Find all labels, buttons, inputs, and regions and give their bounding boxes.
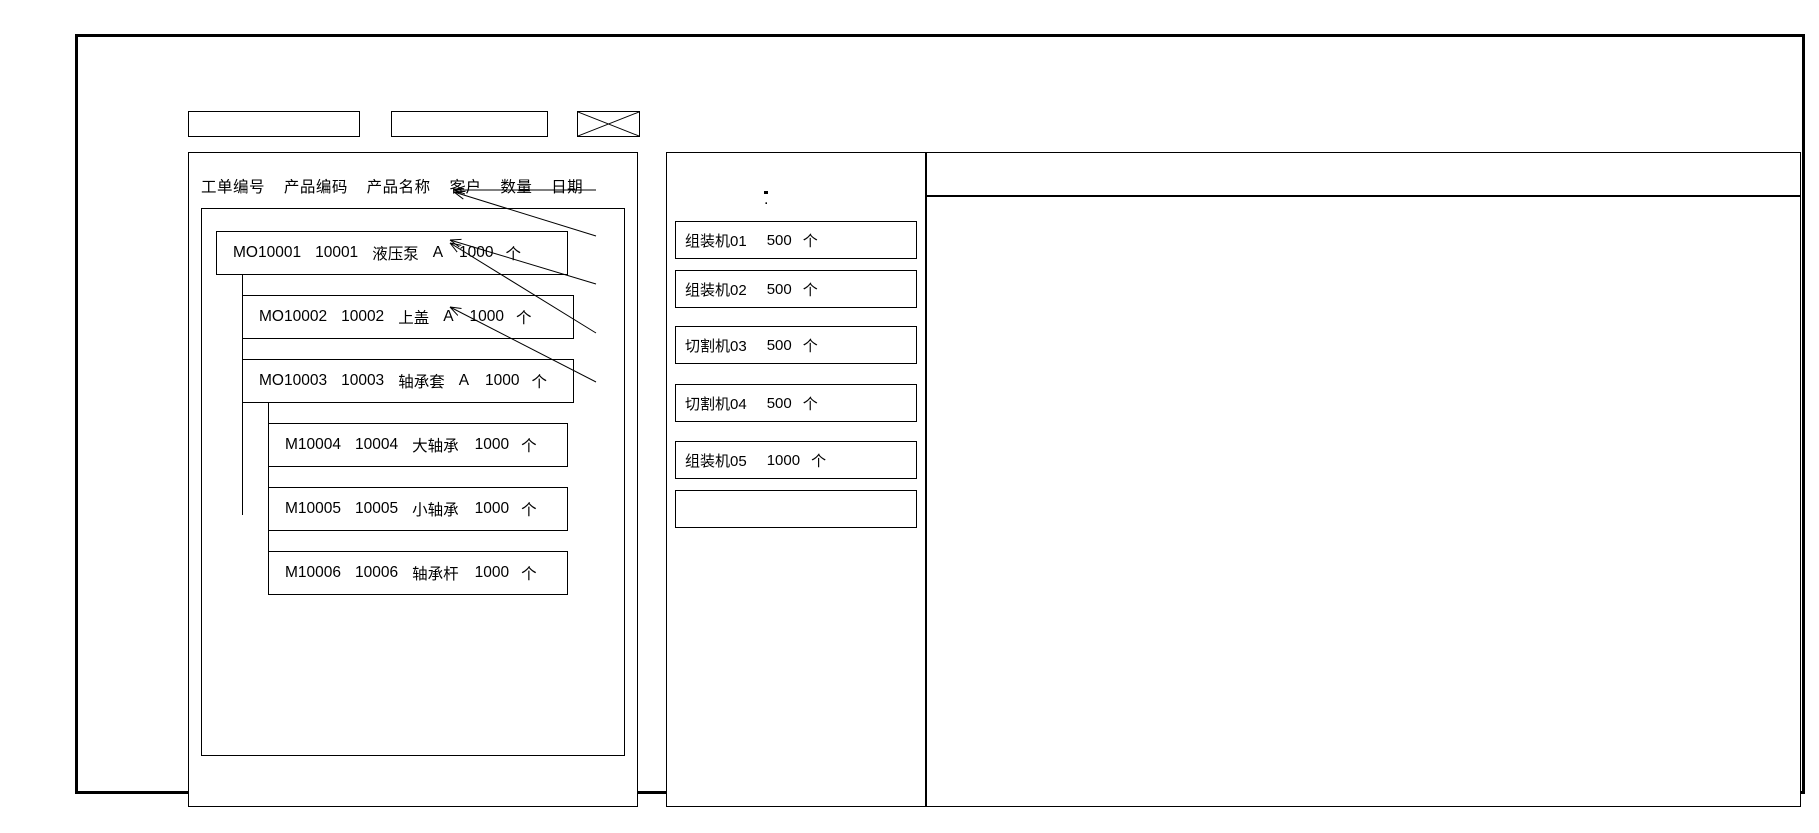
toolbar-field-1[interactable] bbox=[188, 111, 360, 137]
machine-unit: 个 bbox=[802, 232, 818, 250]
work-order-panel: 工单编号 产品编码 产品名称 客户 数量 日期 bbox=[188, 152, 638, 807]
column-header-quantity: 数量 bbox=[500, 179, 533, 196]
work-order-row[interactable]: MO10002 10002 上盖 A 1000 个 bbox=[242, 295, 574, 339]
work-order-row[interactable]: M10006 10006 轴承杆 1000 个 bbox=[268, 551, 568, 595]
machine-assignment-panel: . 组装机01 500 个 组装机02 500 个 切割机03 500 个 切割… bbox=[666, 152, 926, 807]
machine-unit: 个 bbox=[811, 452, 827, 470]
cell-unit: 个 bbox=[521, 438, 537, 455]
detail-panel bbox=[926, 152, 1801, 807]
cell-product-name: 小轴承 bbox=[412, 502, 459, 519]
column-header-product-name: 产品名称 bbox=[366, 179, 431, 196]
cell-quantity: 1000 bbox=[474, 500, 510, 517]
machine-name: 组装机05 bbox=[685, 452, 747, 470]
cell-product-name: 轴承套 bbox=[398, 374, 445, 391]
machine-quantity: 1000 bbox=[766, 451, 801, 469]
machine-name: 切割机03 bbox=[685, 337, 747, 355]
cell-product-name: 上盖 bbox=[398, 310, 430, 327]
cell-unit: 个 bbox=[505, 246, 522, 263]
cell-product-code: 10002 bbox=[341, 308, 385, 325]
cell-customer: A bbox=[443, 308, 454, 325]
detail-panel-body[interactable] bbox=[927, 197, 1800, 806]
cell-product-code: 10001 bbox=[315, 244, 359, 261]
detail-panel-header bbox=[927, 153, 1800, 197]
work-order-column-headers: 工单编号 产品编码 产品名称 客户 数量 日期 bbox=[201, 175, 583, 197]
machine-row[interactable]: 切割机03 500 个 bbox=[675, 326, 917, 364]
cell-unit: 个 bbox=[521, 566, 537, 583]
cell-quantity: 1000 bbox=[474, 564, 510, 581]
machine-quantity: 500 bbox=[766, 280, 792, 298]
machine-quantity: 500 bbox=[766, 336, 792, 354]
column-header-product-code: 产品编码 bbox=[283, 179, 348, 196]
cell-unit: 个 bbox=[531, 374, 548, 391]
work-order-row[interactable]: M10004 10004 大轴承 1000 个 bbox=[268, 423, 568, 467]
cell-quantity: 1000 bbox=[474, 436, 510, 453]
cell-work-order: M10006 bbox=[285, 564, 342, 581]
toolbar-field-2[interactable] bbox=[391, 111, 548, 137]
cell-work-order: MO10001 bbox=[233, 244, 302, 261]
work-order-row[interactable]: MO10001 10001 液压泵 A 1000 个 bbox=[216, 231, 568, 275]
cell-customer: A bbox=[458, 372, 470, 389]
column-header-date: 日期 bbox=[551, 179, 584, 196]
machine-unit: 个 bbox=[802, 337, 818, 355]
cell-quantity: 1000 bbox=[459, 244, 494, 261]
cell-product-code: 10003 bbox=[341, 372, 385, 389]
machine-row[interactable]: 组装机05 1000 个 bbox=[675, 441, 917, 479]
window-frame: 工单编号 产品编码 产品名称 客户 数量 日期 bbox=[75, 34, 1805, 807]
machine-name: 切割机04 bbox=[685, 395, 747, 413]
cell-product-code: 10005 bbox=[355, 500, 399, 517]
machine-row[interactable]: 组装机02 500 个 bbox=[675, 270, 917, 308]
cell-product-name: 轴承杆 bbox=[412, 566, 459, 583]
machine-quantity: 500 bbox=[766, 231, 792, 249]
cell-quantity: 1000 bbox=[485, 372, 520, 389]
machine-unit: 个 bbox=[802, 395, 818, 413]
machine-name: 组装机01 bbox=[685, 232, 747, 250]
machine-unit: 个 bbox=[802, 281, 818, 299]
cell-product-name: 大轴承 bbox=[412, 438, 459, 455]
machine-row[interactable]: 组装机01 500 个 bbox=[675, 221, 917, 259]
work-order-row[interactable]: MO10003 10003 轴承套 A 1000 个 bbox=[242, 359, 574, 403]
work-order-tree: MO10001 10001 液压泵 A 1000 个 MO10002 10002… bbox=[202, 209, 624, 755]
cell-work-order: MO10003 bbox=[259, 372, 328, 389]
column-header-work-order: 工单编号 bbox=[201, 179, 266, 196]
cell-work-order: M10005 bbox=[285, 500, 342, 517]
marker-dot-icon: . bbox=[764, 191, 769, 208]
machine-row[interactable]: 切割机04 500 个 bbox=[675, 384, 917, 422]
machine-name: 组装机02 bbox=[685, 281, 747, 299]
cell-product-code: 10004 bbox=[355, 436, 399, 453]
cell-quantity: 1000 bbox=[469, 308, 505, 325]
cell-unit: 个 bbox=[516, 310, 532, 327]
cell-product-code: 10006 bbox=[355, 564, 399, 581]
machine-quantity: 500 bbox=[766, 394, 792, 412]
cell-work-order: M10004 bbox=[285, 436, 342, 453]
image-placeholder-icon bbox=[577, 111, 640, 137]
machine-row-empty[interactable] bbox=[675, 490, 917, 528]
work-order-list[interactable]: MO10001 10001 液压泵 A 1000 个 MO10002 10002… bbox=[201, 208, 625, 756]
cell-work-order: MO10002 bbox=[259, 308, 328, 325]
cell-customer: A bbox=[432, 244, 444, 261]
cell-unit: 个 bbox=[521, 502, 537, 519]
cell-product-name: 液压泵 bbox=[372, 246, 419, 263]
work-order-row[interactable]: M10005 10005 小轴承 1000 个 bbox=[268, 487, 568, 531]
column-header-customer: 客户 bbox=[449, 179, 482, 196]
